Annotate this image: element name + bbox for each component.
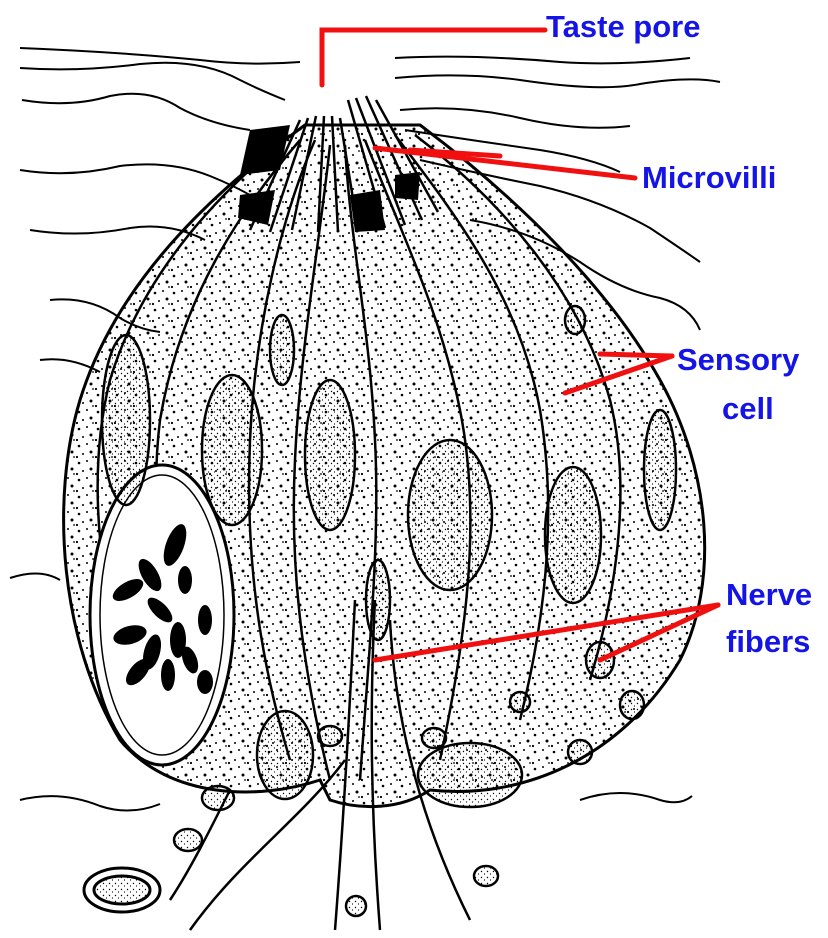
sensory-cell-label-line1: Sensory bbox=[677, 343, 799, 377]
nerve-fibers-leader-upper bbox=[375, 605, 718, 660]
taste-pore-label: Taste pore bbox=[546, 10, 700, 44]
sensory-cell-leader-upper bbox=[600, 354, 672, 356]
nerve-fibers-label-line1: Nerve bbox=[726, 578, 812, 612]
taste-pore-leader bbox=[322, 30, 545, 85]
microvilli-label: Microvilli bbox=[642, 161, 776, 195]
sensory-cell-leader-lower bbox=[565, 356, 672, 393]
nerve-fibers-label-line2: fibers bbox=[726, 625, 810, 659]
sensory-cell-label-line2: cell bbox=[722, 392, 774, 426]
